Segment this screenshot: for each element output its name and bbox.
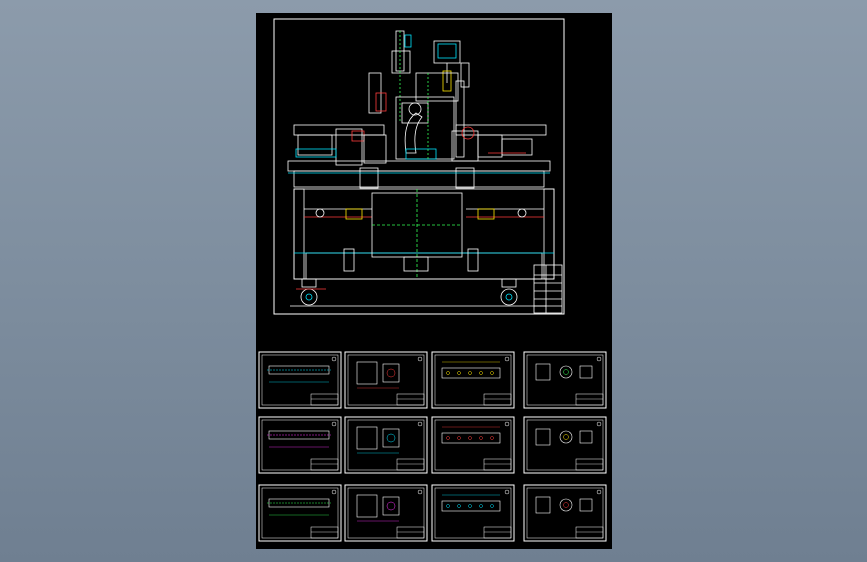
cad-drawing xyxy=(258,18,607,542)
detail-sheet-thumbnail[interactable] xyxy=(431,351,515,409)
drawing-sheet xyxy=(256,13,612,549)
detail-sheet-thumbnail[interactable] xyxy=(258,484,342,542)
detail-sheet-thumbnail[interactable] xyxy=(523,416,607,474)
upper-carriage xyxy=(395,62,470,160)
machine-bed xyxy=(287,160,551,189)
detail-sheet-thumbnail[interactable] xyxy=(344,351,428,409)
main-title-block xyxy=(533,264,563,314)
detail-sheet-thumbnail[interactable] xyxy=(431,416,515,474)
main-drawing-border xyxy=(273,18,565,315)
thumbnail-grid xyxy=(258,351,607,542)
detail-sheet-thumbnail[interactable] xyxy=(258,351,342,409)
caster-wheels xyxy=(290,278,546,307)
detail-sheet-thumbnail[interactable] xyxy=(258,416,342,474)
center-housing xyxy=(343,189,479,279)
detail-sheet-thumbnail[interactable] xyxy=(523,351,607,409)
vertical-column xyxy=(368,30,412,123)
base-frame xyxy=(293,188,555,280)
detail-sheet-thumbnail[interactable] xyxy=(344,416,428,474)
detail-sheet-thumbnail[interactable] xyxy=(431,484,515,542)
detail-sheet-thumbnail[interactable] xyxy=(344,484,428,542)
detail-sheet-thumbnail[interactable] xyxy=(523,484,607,542)
side-slides xyxy=(293,124,547,166)
main-assembly-drawing xyxy=(287,30,563,314)
